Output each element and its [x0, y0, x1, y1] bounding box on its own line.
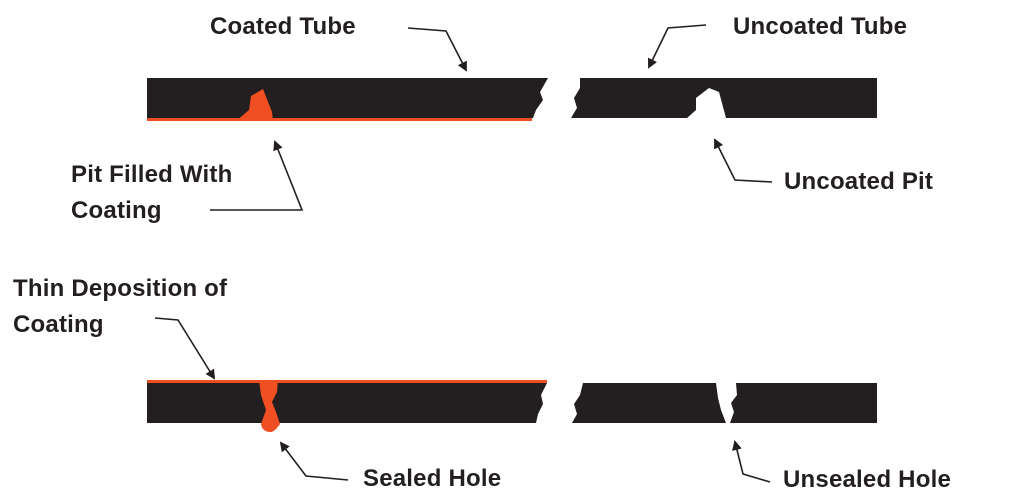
callout-arrows [154, 24, 773, 483]
label-coated-tube: Coated Tube [210, 13, 356, 40]
label-uncoated-tube: Uncoated Tube [733, 13, 908, 40]
arrow-uncoated-pit [714, 138, 773, 183]
coating-layer [147, 118, 532, 121]
arrow-pit-filled [210, 140, 304, 211]
label-unsealed-hole: Unsealed Hole [783, 466, 951, 493]
label-thin-deposition-line2: Coating [13, 311, 104, 338]
coated-tube-bottom [147, 380, 547, 433]
sealed-hole-coating [259, 380, 280, 433]
coated-tube-top [147, 78, 548, 121]
label-thin-deposition-line1: Thin Deposition of [13, 275, 228, 302]
arrow-coated-tube [407, 27, 467, 72]
label-uncoated-pit: Uncoated Pit [784, 168, 934, 195]
thin-coating-layer [147, 380, 547, 383]
label-pit-filled-line2: Coating [71, 197, 162, 224]
label-sealed-hole: Sealed Hole [363, 465, 502, 492]
uncoated-tube-top [571, 78, 877, 118]
label-pit-filled-line1: Pit Filled With [71, 161, 233, 188]
arrow-sealed-hole [279, 441, 349, 481]
arrow-unsealed-hole [732, 440, 771, 483]
uncoated-tube-bottom [572, 383, 877, 423]
pit-filled-coating [236, 89, 273, 121]
arrow-uncoated-tube [648, 24, 707, 69]
arrow-thin-deposition [154, 317, 216, 380]
